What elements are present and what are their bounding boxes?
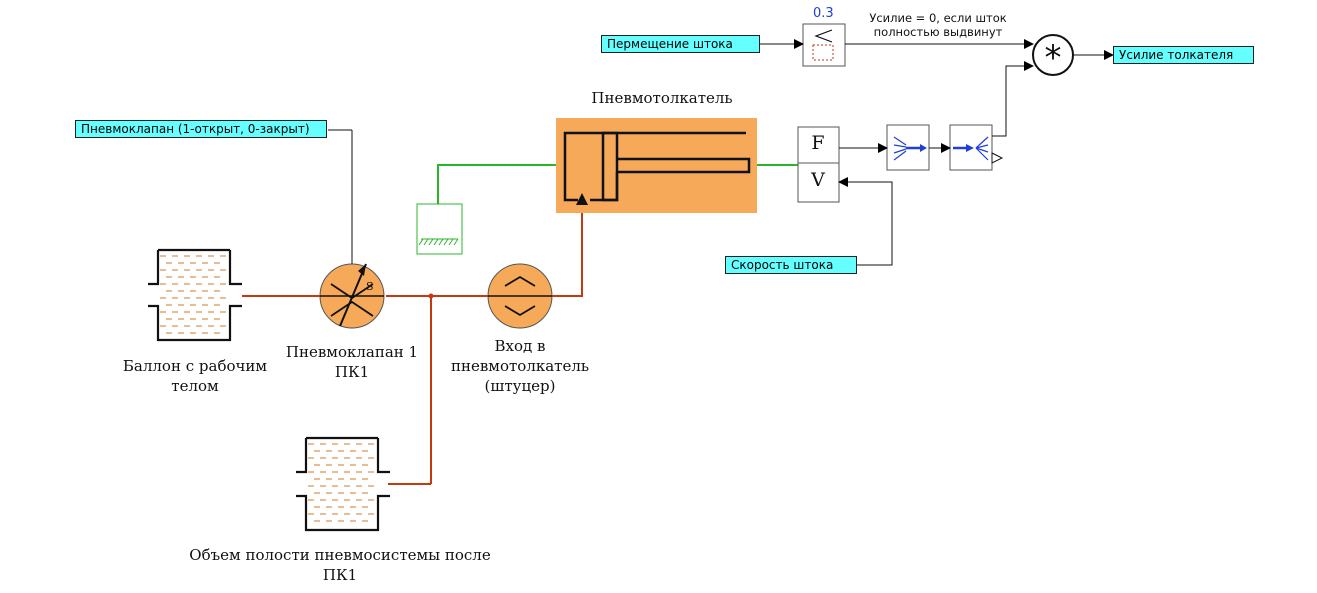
fluid-hatch bbox=[160, 255, 226, 334]
volume-label: Объем полости пневмосистемы после ПК1 bbox=[189, 546, 491, 584]
cavity-volume[interactable] bbox=[296, 436, 390, 532]
force-note: Усилие = 0, если шток полностью выдвинут bbox=[869, 11, 1007, 39]
port-v-label: V bbox=[811, 169, 825, 191]
pneumatic-valve[interactable] bbox=[319, 263, 385, 329]
valve-control-input[interactable]: Пневмоклапан (1-открыт, 0-закрыт) bbox=[75, 120, 327, 138]
rod-velocity-input[interactable]: Скорость штока bbox=[725, 256, 857, 274]
threshold-block[interactable] bbox=[802, 23, 846, 67]
signal-converter-1[interactable] bbox=[886, 124, 930, 171]
tank-label: Баллон с рабочим телом bbox=[122, 357, 268, 395]
rod-displacement-input[interactable]: Пермещение штока bbox=[601, 35, 760, 53]
gas-tank[interactable] bbox=[148, 248, 242, 342]
valve-label: Пневмоклапан 1 ПК1 bbox=[285, 343, 419, 381]
multiply-sign: * bbox=[1044, 38, 1062, 78]
fluid-hatch bbox=[308, 443, 374, 522]
pneumatic-pusher[interactable] bbox=[556, 118, 757, 213]
signal-lines bbox=[760, 39, 1114, 266]
threshold-value: 0.3 bbox=[813, 6, 834, 21]
signal-converter-2[interactable] bbox=[949, 124, 1004, 171]
inlet-label: Вход в пневмотолкатель (штуцер) bbox=[450, 337, 590, 395]
mechanical-lines bbox=[437, 164, 798, 204]
port-f-label: F bbox=[811, 132, 825, 154]
pneumatic-lines bbox=[242, 205, 583, 485]
pusher-label: Пневмотолкатель bbox=[591, 89, 733, 107]
inlet-fitting[interactable] bbox=[487, 263, 553, 329]
valve-s-mark: S bbox=[366, 280, 374, 293]
junction-node bbox=[428, 293, 434, 299]
pusher-force-output[interactable]: Усилие толкателя bbox=[1113, 46, 1254, 64]
force-velocity-port[interactable] bbox=[797, 126, 840, 203]
mechanical-ground[interactable] bbox=[416, 203, 463, 255]
